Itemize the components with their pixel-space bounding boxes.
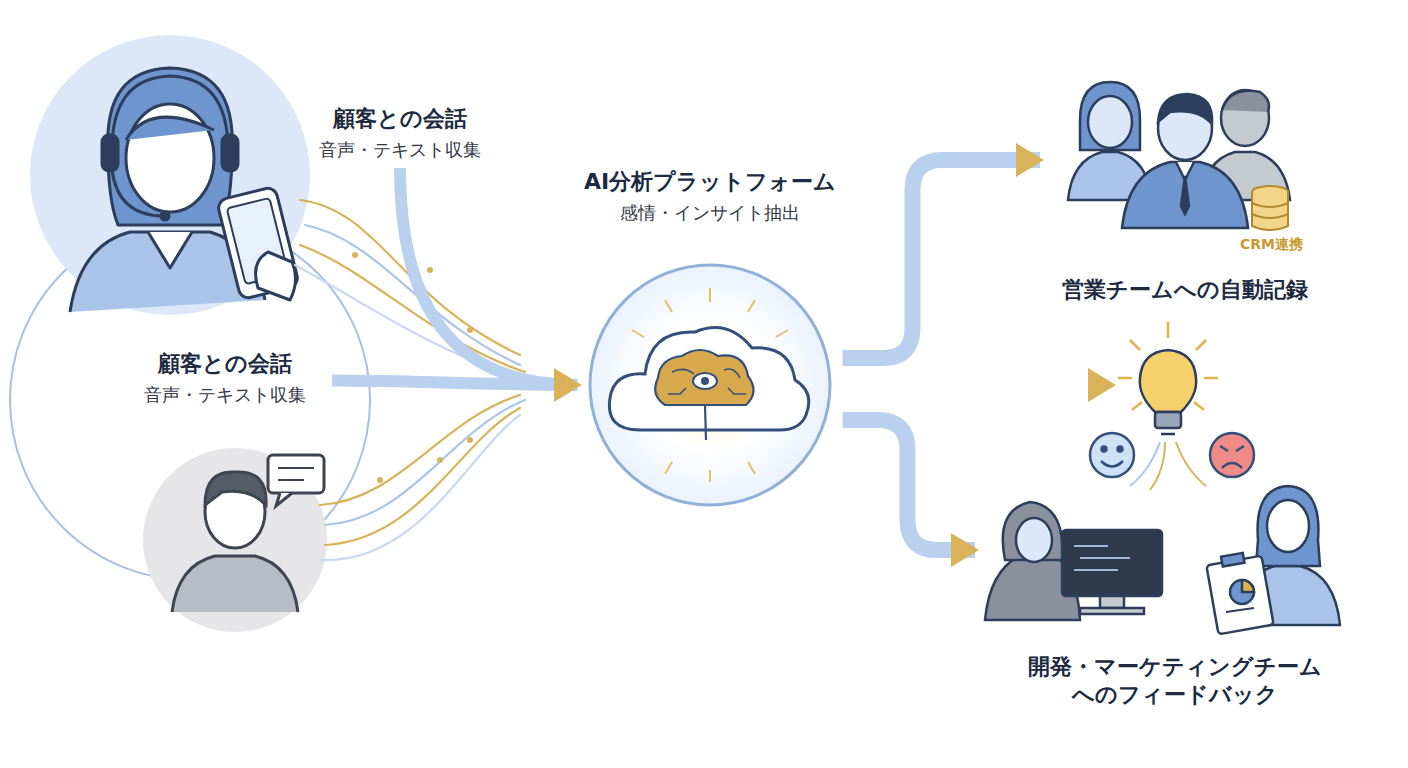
- text-node: 開発・マーケティングチーム へのフィードバック: [975, 515, 1375, 710]
- flow-arrow: [332, 381, 578, 386]
- node-heading: 営業チームへの自動記録: [1040, 276, 1330, 305]
- text-node: 顧客との会話音声・テキスト収集: [300, 105, 500, 166]
- node-heading: 顧客との会話: [300, 105, 500, 134]
- platform-circle: AI分析プラットフォーム感情・インサイト抽出: [578, 168, 843, 508]
- node-subtitle: 感情・インサイト抽出: [578, 201, 843, 225]
- flow-arrow: [843, 160, 1041, 358]
- flow-arrow: [843, 420, 976, 550]
- text-node: 顧客との会話音声・テキスト収集: [120, 350, 330, 411]
- node-subtitle: 音声・テキスト収集: [300, 138, 500, 162]
- text-node: 営業チームへの自動記録: [1040, 80, 1330, 305]
- node-heading: AI分析プラットフォーム: [578, 168, 843, 197]
- text-group: 開発・マーケティングチーム へのフィードバック: [975, 653, 1375, 710]
- flow-arrow: [400, 168, 578, 385]
- node-heading: 開発・マーケティングチーム へのフィードバック: [1025, 653, 1325, 710]
- icon-label: CRM連携: [1240, 236, 1303, 254]
- node-heading: 顧客との会話: [120, 350, 330, 379]
- node-subtitle: 音声・テキスト収集: [120, 383, 330, 407]
- text-group: 営業チームへの自動記録: [1040, 276, 1330, 305]
